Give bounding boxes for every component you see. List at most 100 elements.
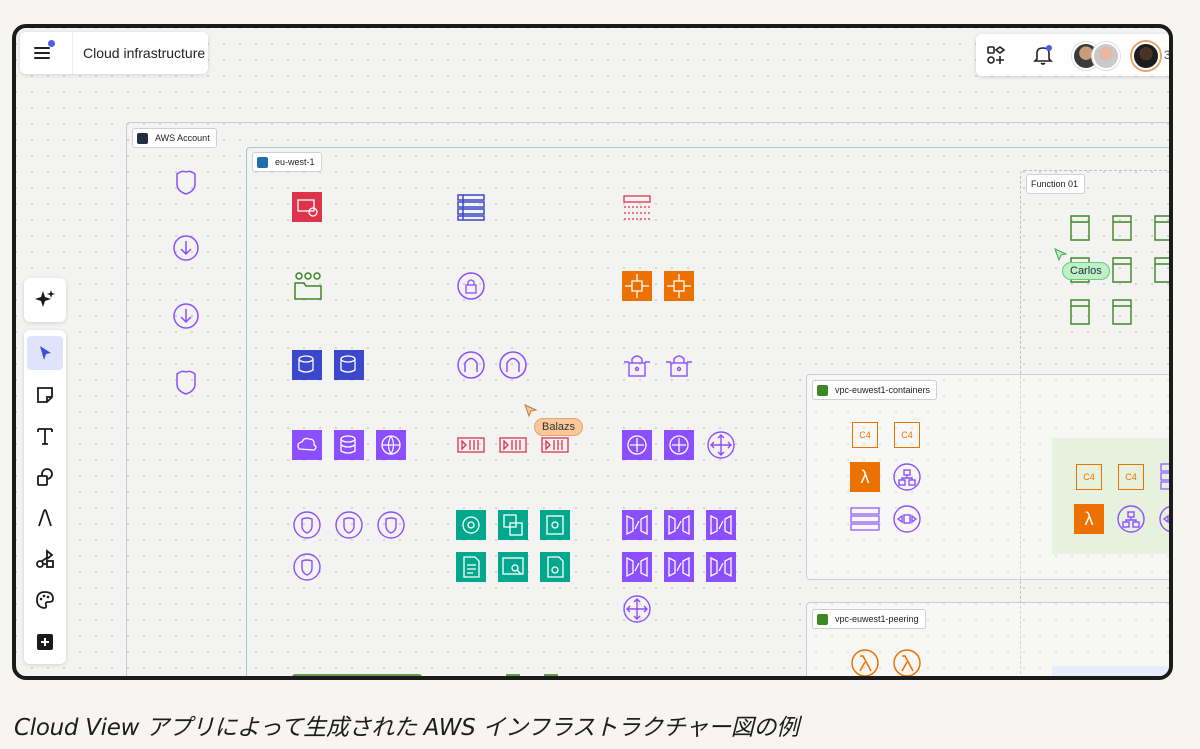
security-badge-icon[interactable] xyxy=(292,552,322,582)
add-widgets-icon[interactable] xyxy=(986,45,1006,65)
avatar[interactable] xyxy=(1092,42,1120,70)
firewall-icon[interactable] xyxy=(540,432,570,458)
vpn-lock-icon[interactable] xyxy=(622,350,652,380)
select-tool[interactable] xyxy=(27,336,63,370)
network-circle-icon[interactable] xyxy=(892,462,922,492)
theme-tool[interactable] xyxy=(27,583,63,617)
ai-sparkle-button[interactable] xyxy=(27,283,63,317)
function-container[interactable] xyxy=(1020,170,1169,676)
aws-account-container[interactable] xyxy=(126,122,1169,676)
vpc-peering-label[interactable]: vpc-euwest1-peering xyxy=(812,609,926,629)
subnet-area[interactable] xyxy=(1052,438,1169,554)
gateway-circle-icon[interactable] xyxy=(456,350,486,380)
add-button[interactable] xyxy=(27,625,63,659)
shield-icon[interactable] xyxy=(172,368,200,396)
endpoint-circle-icon[interactable] xyxy=(1158,504,1173,534)
move-arrows-icon[interactable] xyxy=(706,430,736,460)
shield-icon[interactable] xyxy=(172,168,200,196)
shapes-tool[interactable] xyxy=(27,460,63,494)
diagram-icon xyxy=(36,549,54,568)
firewall-icon[interactable] xyxy=(498,432,528,458)
security-badge-icon[interactable] xyxy=(292,510,322,540)
security-badge-icon[interactable] xyxy=(376,510,406,540)
ml-brain-icon[interactable] xyxy=(456,510,486,540)
pen-tool[interactable] xyxy=(27,501,63,535)
ec2-chip-icon[interactable]: C4 xyxy=(894,422,920,448)
lambda-circle-icon[interactable] xyxy=(892,648,922,678)
endpoint-circle-icon[interactable] xyxy=(892,504,922,534)
avatar[interactable] xyxy=(1132,42,1160,70)
document-text-icon[interactable] xyxy=(456,552,486,582)
ip-list-icon[interactable] xyxy=(1160,462,1173,492)
header-actions: 3 xyxy=(976,34,1171,76)
ai-assistant-panel xyxy=(24,278,66,322)
bucket-icon[interactable] xyxy=(1110,256,1134,284)
bucket-icon[interactable] xyxy=(1110,214,1134,242)
text-icon xyxy=(37,428,53,445)
pen-icon xyxy=(38,509,52,527)
folder-group-icon[interactable] xyxy=(292,270,324,302)
document-search-icon[interactable] xyxy=(498,552,528,582)
bucket-icon[interactable] xyxy=(1068,214,1092,242)
lambda-icon[interactable]: λ xyxy=(850,462,880,492)
collaborator-count[interactable]: 3 xyxy=(1164,48,1171,62)
bell-icon[interactable] xyxy=(1032,44,1054,66)
arrow-down-circle-icon[interactable] xyxy=(172,302,200,330)
document-title[interactable]: Cloud infrastructure xyxy=(83,45,206,61)
lambda-circle-icon[interactable] xyxy=(850,648,880,678)
api-code-icon[interactable] xyxy=(622,510,652,540)
sticky-note-tool[interactable] xyxy=(27,378,63,412)
region-label[interactable]: eu-west-1 xyxy=(252,152,322,172)
partial-icon xyxy=(544,674,558,676)
api-code-icon[interactable] xyxy=(706,510,736,540)
api-code-icon[interactable] xyxy=(664,510,694,540)
speech-doc-icon[interactable] xyxy=(540,552,570,582)
eye-scan-icon[interactable] xyxy=(540,510,570,540)
load-balancer-icon[interactable] xyxy=(664,271,694,301)
lock-circle-icon[interactable] xyxy=(456,271,486,301)
diagram-tool[interactable] xyxy=(27,542,63,576)
function-label[interactable]: Function 01 xyxy=(1026,174,1086,194)
cloud-icon xyxy=(137,132,148,144)
bucket-icon[interactable] xyxy=(1068,298,1092,326)
move-arrows-icon[interactable] xyxy=(622,594,652,624)
bucket-icon[interactable] xyxy=(1152,214,1173,242)
ip-list-icon[interactable] xyxy=(850,506,880,532)
api-code-icon[interactable] xyxy=(706,552,736,582)
database-icon[interactable] xyxy=(334,350,364,380)
bucket-icon[interactable] xyxy=(1110,298,1134,326)
network-circle-icon[interactable] xyxy=(1116,504,1146,534)
grid-table-icon[interactable] xyxy=(622,192,652,222)
cloud-storage-icon[interactable] xyxy=(292,430,322,460)
aws-account-label[interactable]: AWS Account xyxy=(132,128,217,148)
storage-gateway-icon[interactable] xyxy=(334,430,364,460)
palette-icon xyxy=(36,591,54,609)
lambda-icon[interactable]: λ xyxy=(1074,504,1104,534)
menu-icon[interactable] xyxy=(32,40,55,64)
api-code-icon[interactable] xyxy=(622,552,652,582)
ec2-chip-icon[interactable]: C4 xyxy=(1118,464,1144,490)
cursor-label-balazs: Balazs xyxy=(534,418,584,436)
gateway-circle-icon[interactable] xyxy=(498,350,528,380)
list-table-icon[interactable] xyxy=(456,192,486,222)
region-container[interactable] xyxy=(246,147,1169,676)
translate-icon[interactable] xyxy=(498,510,528,540)
arrow-down-circle-icon[interactable] xyxy=(172,234,200,262)
text-tool[interactable] xyxy=(27,419,63,453)
api-code-icon[interactable] xyxy=(664,552,694,582)
bucket-icon[interactable] xyxy=(1152,256,1173,284)
vpn-lock-icon[interactable] xyxy=(664,350,694,380)
globe-icon[interactable] xyxy=(376,430,406,460)
ec2-chip-icon[interactable]: C4 xyxy=(1076,464,1102,490)
database-icon[interactable] xyxy=(292,350,322,380)
firewall-icon[interactable] xyxy=(456,432,486,458)
ec2-chip-icon[interactable]: C4 xyxy=(852,422,878,448)
load-balancer-icon[interactable] xyxy=(622,271,652,301)
router-icon[interactable] xyxy=(622,430,652,460)
security-badge-icon[interactable] xyxy=(334,510,364,540)
peering-area xyxy=(1052,666,1169,676)
router-icon[interactable] xyxy=(664,430,694,460)
certificate-icon[interactable] xyxy=(292,192,322,222)
vpc-containers-label[interactable]: vpc-euwest1-containers xyxy=(812,380,938,400)
plus-square-icon xyxy=(37,634,53,650)
